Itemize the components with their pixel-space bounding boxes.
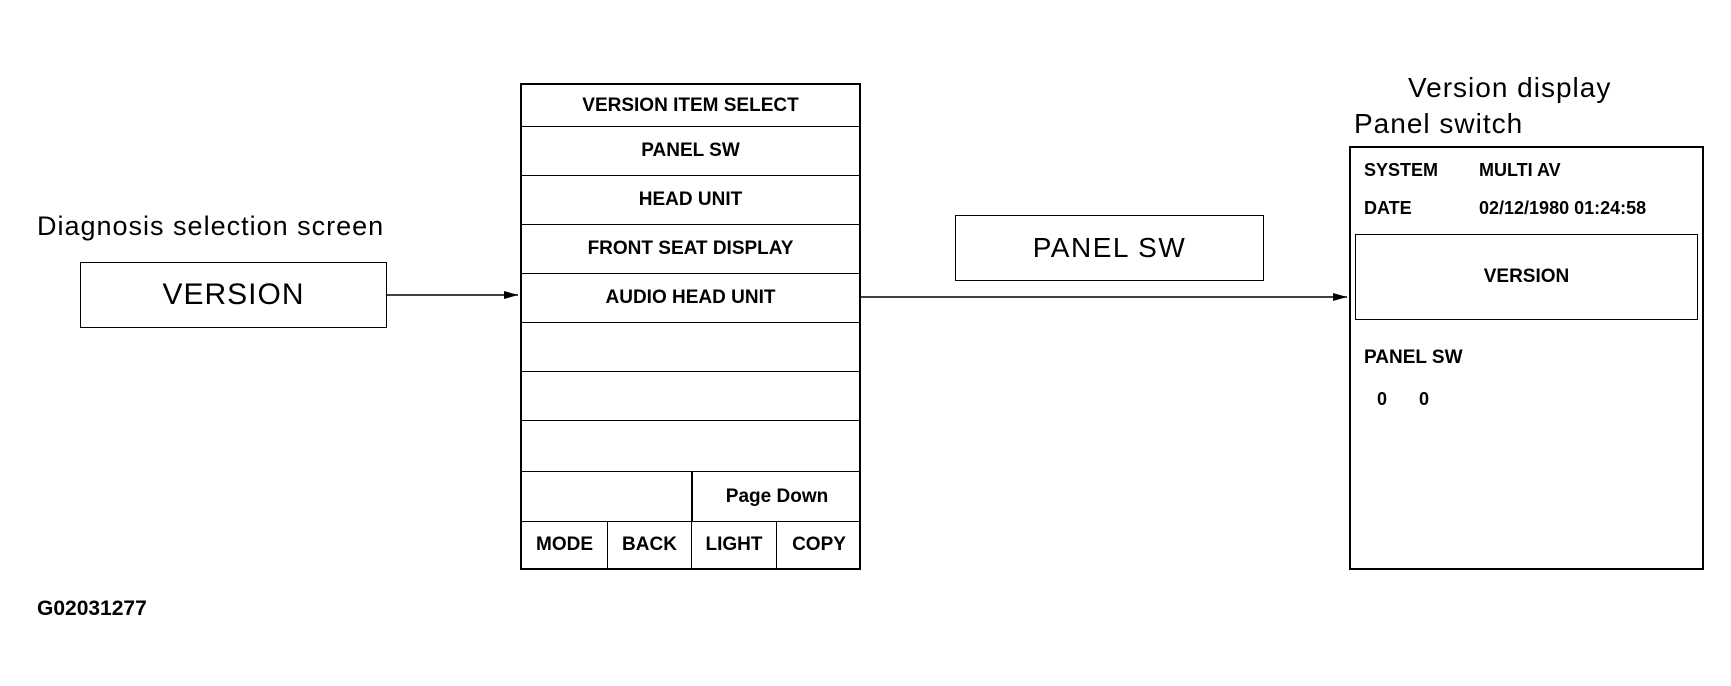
menu-item-empty-2[interactable] bbox=[522, 372, 859, 421]
system-value: MULTI AV bbox=[1479, 160, 1561, 180]
version-item-select-screen: VERSION ITEM SELECT PANEL SW HEAD UNIT F… bbox=[520, 83, 861, 570]
menu-title: VERSION ITEM SELECT bbox=[522, 85, 859, 127]
bottom-button-bar: MODE BACK LIGHT COPY bbox=[522, 522, 859, 568]
menu-item-audio-head-unit[interactable]: AUDIO HEAD UNIT bbox=[522, 274, 859, 323]
mode-button[interactable]: MODE bbox=[522, 522, 608, 568]
panel-switch-caption: Panel switch bbox=[1354, 108, 1524, 139]
page-row-divider bbox=[691, 472, 693, 521]
diagnosis-screen-caption: Diagnosis selection screen bbox=[37, 211, 385, 241]
panel-sw-value-1: 0 bbox=[1377, 389, 1388, 409]
menu-item-empty-1[interactable] bbox=[522, 323, 859, 372]
date-value: 02/12/1980 01:24:58 bbox=[1479, 198, 1647, 218]
menu-item-empty-3[interactable] bbox=[522, 421, 859, 472]
panel-sw-selection: PANEL SW bbox=[955, 215, 1264, 281]
version-display-screen: SYSTEM MULTI AV DATE 02/12/1980 01:24:58… bbox=[1349, 146, 1704, 570]
system-label: SYSTEM bbox=[1364, 160, 1439, 180]
panel-sw-value-2: 0 bbox=[1419, 389, 1430, 409]
page-down-button[interactable]: Page Down bbox=[725, 485, 829, 507]
menu-item-head-unit[interactable]: HEAD UNIT bbox=[522, 176, 859, 225]
menu-item-panel-sw[interactable]: PANEL SW bbox=[522, 127, 859, 176]
figure-id: G02031277 bbox=[37, 597, 147, 620]
panel-sw-label: PANEL SW bbox=[1364, 347, 1463, 368]
menu-item-front-seat-display[interactable]: FRONT SEAT DISPLAY bbox=[522, 225, 859, 274]
date-label: DATE bbox=[1364, 198, 1412, 218]
copy-button[interactable]: COPY bbox=[792, 534, 846, 555]
page-row: Page Down bbox=[522, 472, 859, 522]
version-header: VERSION bbox=[1355, 234, 1698, 320]
version-display-caption: Version display bbox=[1408, 72, 1612, 103]
light-button[interactable]: LIGHT bbox=[692, 522, 777, 568]
back-button[interactable]: BACK bbox=[608, 522, 692, 568]
version-button[interactable]: VERSION bbox=[80, 262, 387, 328]
